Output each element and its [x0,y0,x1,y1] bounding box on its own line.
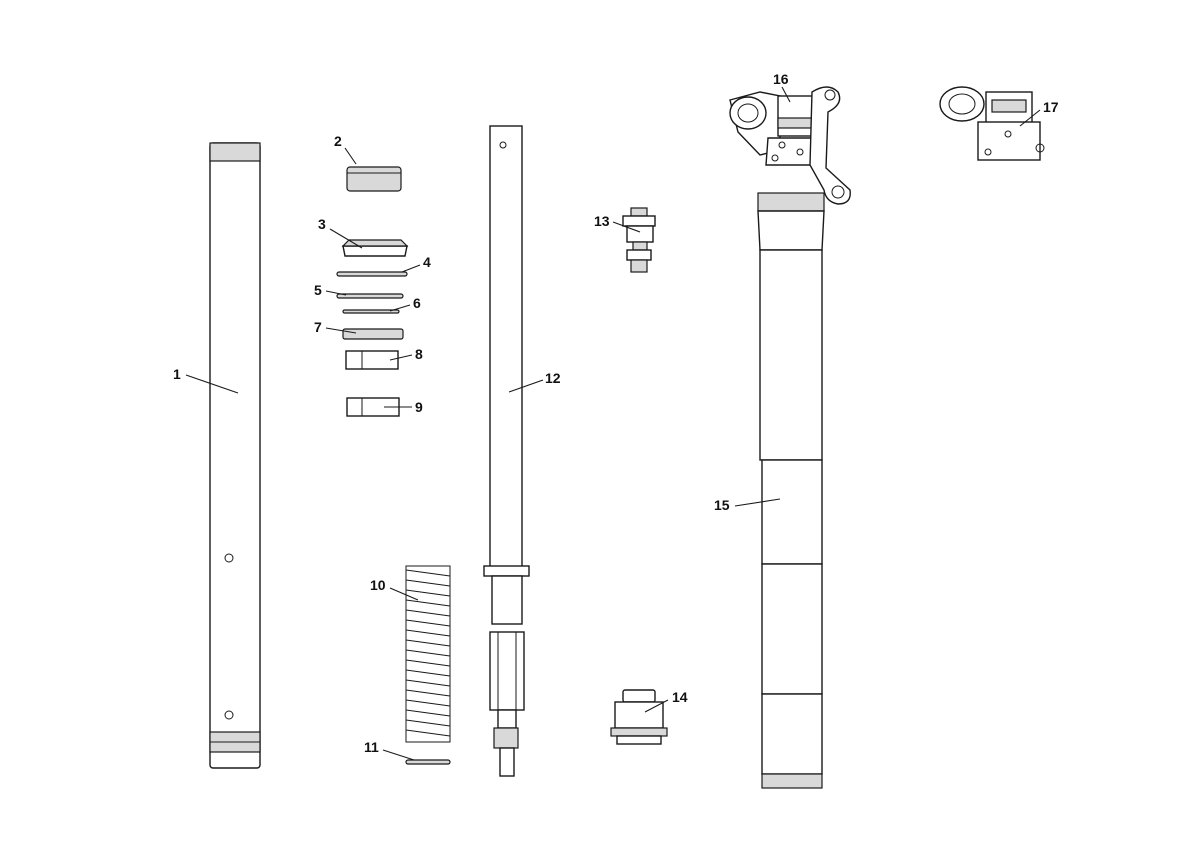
part-3-seal-cap [341,239,409,257]
part-4-ring [336,271,408,277]
label-4: 4 [423,254,431,270]
label-11: 11 [364,739,379,755]
label-14: 14 [672,689,688,705]
part-13-top-cap [622,207,656,273]
label-17: 17 [1043,99,1059,115]
part-8-bushing [345,350,399,370]
part-17-clamp [939,86,1045,161]
label-5: 5 [314,282,322,298]
leader-lines [185,86,1041,761]
part-14-bottom-valve [610,689,668,745]
label-13: 13 [594,213,610,229]
part-5-ring [336,293,404,299]
part-12-inner-tube [483,125,530,777]
part-10-spring [405,565,451,743]
part-number-labels: 1 2 3 4 5 6 7 8 9 10 11 12 13 14 15 16 1… [173,71,1059,755]
label-16: 16 [773,71,789,87]
part-2-bushing [346,166,402,192]
label-9: 9 [415,399,423,415]
part-9-bushing [346,397,400,417]
part-6-ring [342,309,400,314]
part-15-lower-leg [757,192,825,789]
label-15: 15 [714,497,730,513]
part-16-clamp [729,86,851,205]
label-3: 3 [318,216,326,232]
part-1-outer-tube [209,142,261,769]
label-10: 10 [370,577,386,593]
label-12: 12 [545,370,561,386]
label-7: 7 [314,319,322,335]
part-7-washer [342,328,404,340]
label-2: 2 [334,133,342,149]
part-11-spacer [405,759,451,765]
label-6: 6 [413,295,421,311]
label-8: 8 [415,346,423,362]
label-1: 1 [173,366,181,382]
